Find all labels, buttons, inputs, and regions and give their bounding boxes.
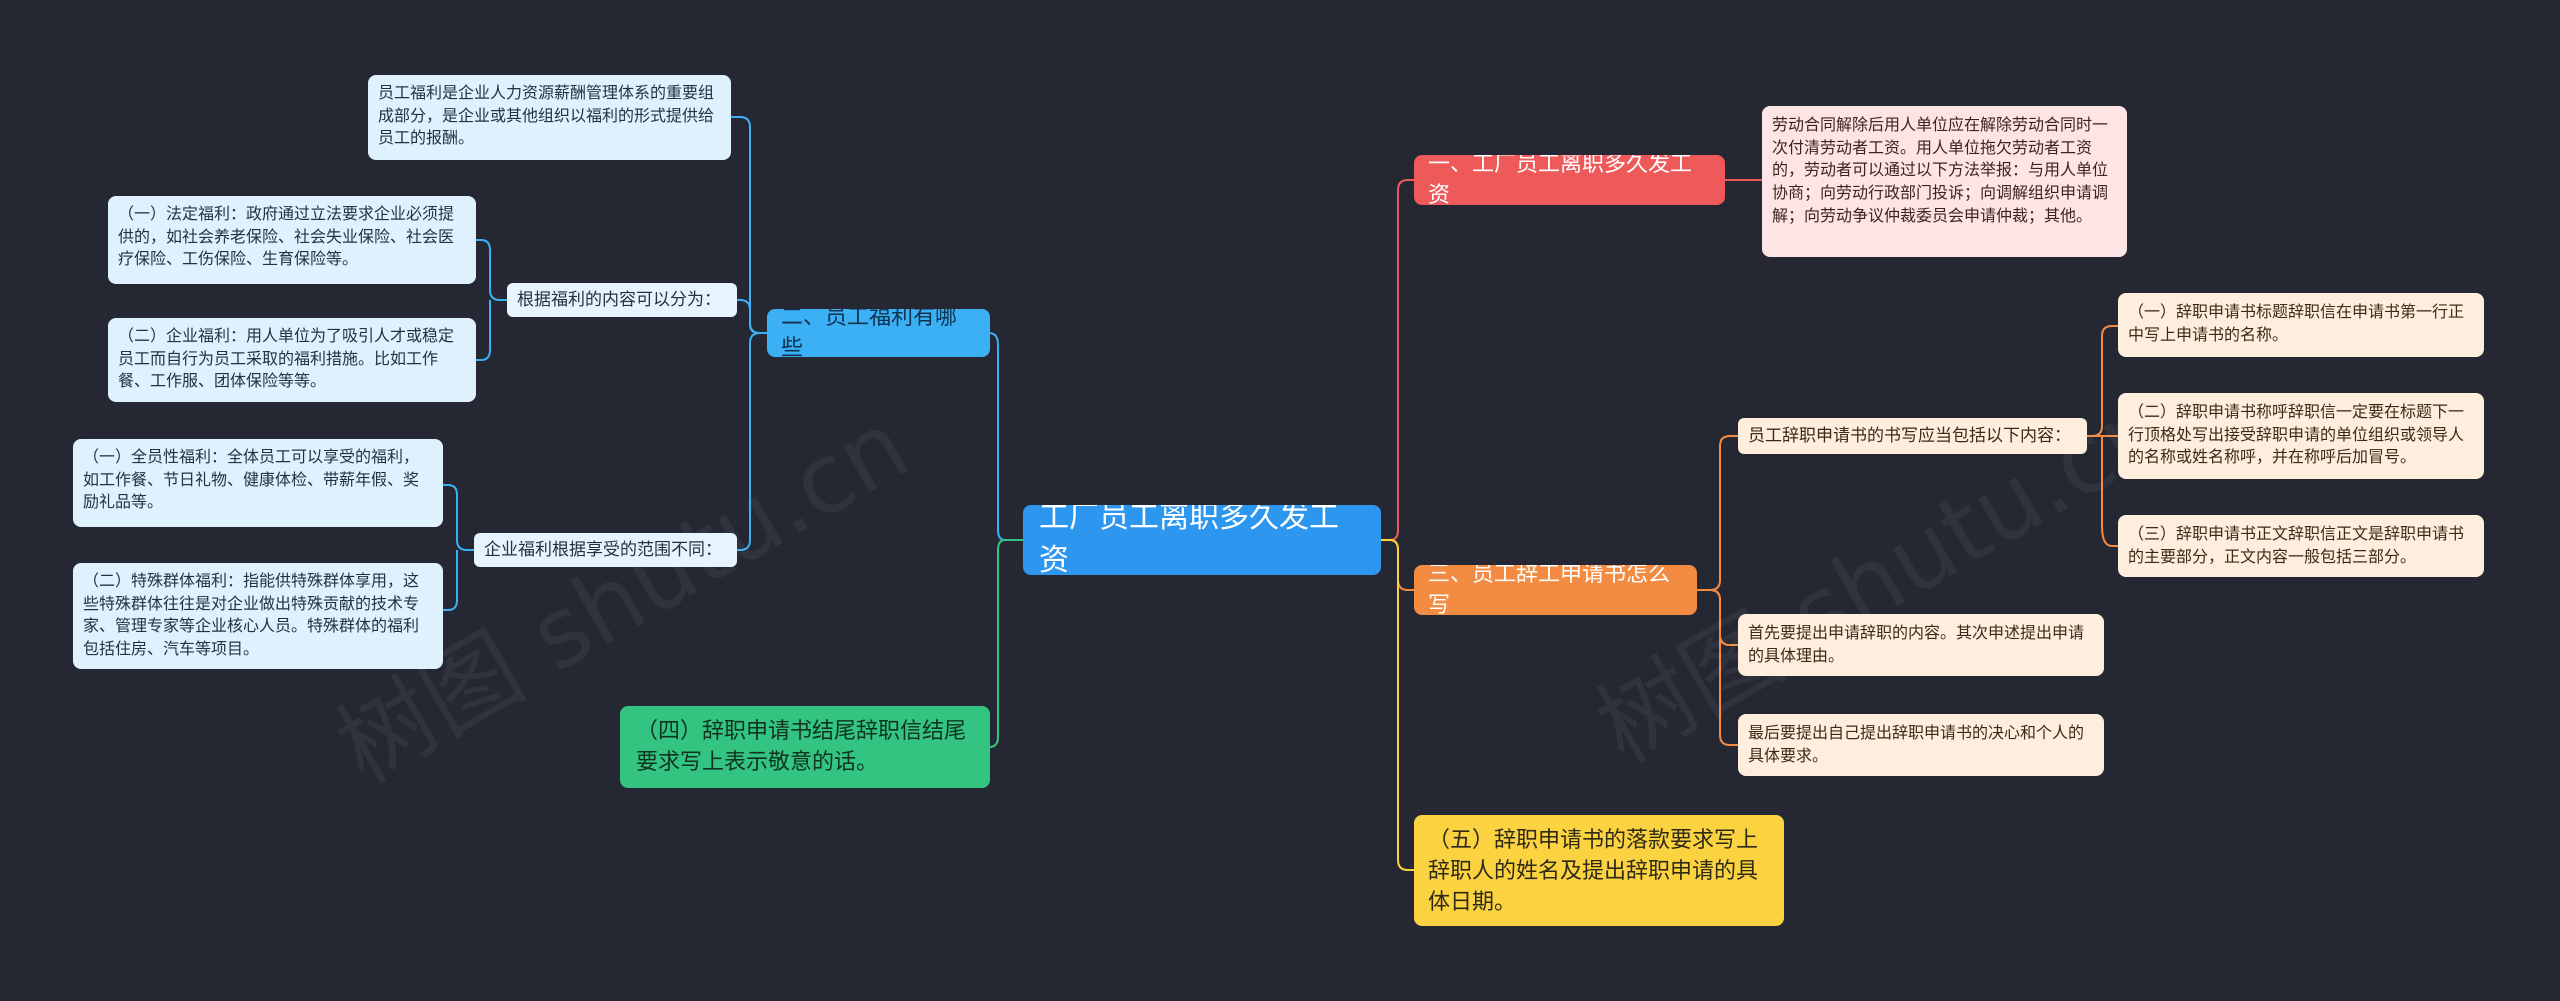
letter-body-note[interactable]: （三）辞职申请书正文辞职信正文是辞职申请书的主要部分，正文内容一般包括三部分。 xyxy=(2118,515,2484,577)
connector-includes-items xyxy=(2087,325,2118,547)
enterprise-benefits-note[interactable]: （二）企业福利：用人单位为了吸引人才或稳定员工而自行为员工采取的福利措施。比如工… xyxy=(108,318,476,402)
wage-payment-detail[interactable]: 劳动合同解除后用人单位应在解除劳动合同时一次付清劳动者工资。用人单位拖欠劳动者工… xyxy=(1762,106,2127,257)
label-by-scope[interactable]: 企业福利根据享受的范围不同： xyxy=(474,533,737,567)
letter-salutation-note[interactable]: （二）辞职申请书称呼辞职信一定要在标题下一行顶格处写出接受辞职申请的单位组织或领… xyxy=(2118,393,2484,479)
label-by-content[interactable]: 根据福利的内容可以分为： xyxy=(507,283,737,317)
connector-letter-last xyxy=(1697,589,1738,746)
special-group-benefits-note[interactable]: （二）特殊群体福利：指能供特殊群体享用，这些特殊群体往往是对企业做出特殊贡献的技… xyxy=(73,563,443,669)
universal-benefits-note[interactable]: （一）全员性福利：全体员工可以享受的福利，如工作餐、节日礼物、健康体检、带薪年假… xyxy=(73,439,443,527)
connector-root-closing xyxy=(988,539,1023,748)
letter-reason-note[interactable]: 首先要提出申请辞职的内容。其次申述提出申请的具体理由。 xyxy=(1738,614,2104,676)
label-letter-contents[interactable]: 员工辞职申请书的书写应当包括以下内容： xyxy=(1738,418,2087,454)
root-topic[interactable]: 工厂员工离职多久发工资 xyxy=(1023,505,1381,575)
connector-root-benefits xyxy=(988,332,1023,541)
letter-request-note[interactable]: 最后要提出自己提出辞职申请书的决心和个人的具体要求。 xyxy=(1738,714,2104,776)
letter-title-note[interactable]: （一）辞职申请书标题辞职信在申请书第一行正中写上申请书的名称。 xyxy=(2118,293,2484,357)
connector-bycontent-items xyxy=(476,239,507,361)
connector-letter-includes xyxy=(1697,435,1738,591)
connector-benefits-byscope xyxy=(737,332,767,551)
branch-employee-benefits[interactable]: 二、员工福利有哪些 xyxy=(767,309,990,357)
connector-root-signature xyxy=(1381,539,1414,871)
branch-wage-payment[interactable]: 一、工厂员工离职多久发工资 xyxy=(1414,155,1725,205)
branch-letter-closing[interactable]: （四）辞职申请书结尾辞职信结尾要求写上表示敬意的话。 xyxy=(620,706,990,788)
connector-root-wages xyxy=(1381,179,1414,541)
statutory-benefits-note[interactable]: （一）法定福利：政府通过立法要求企业必须提供的，如社会养老保险、社会失业保险、社… xyxy=(108,196,476,284)
connector-letter-first xyxy=(1697,589,1738,646)
connector-byscope-items xyxy=(443,484,474,611)
branch-resignation-letter[interactable]: 三、员工辞工申请书怎么写 xyxy=(1414,565,1697,615)
branch-letter-signature[interactable]: （五）辞职申请书的落款要求写上辞职人的姓名及提出辞职申请的具体日期。 xyxy=(1414,815,1784,926)
benefits-definition-note[interactable]: 员工福利是企业人力资源薪酬管理体系的重要组成部分，是企业或其他组织以福利的形式提… xyxy=(368,75,731,160)
